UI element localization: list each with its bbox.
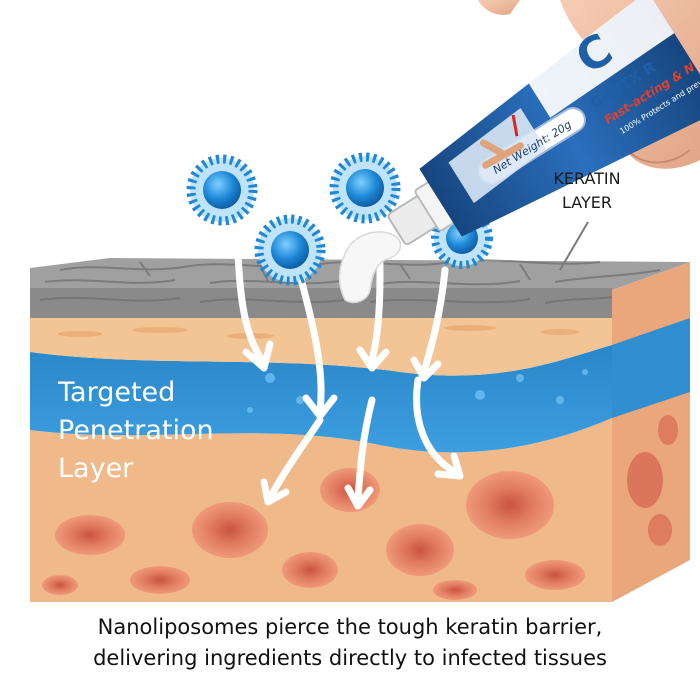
side-cell: [648, 514, 672, 546]
side-cell: [627, 452, 663, 508]
keratin-label-line2: LAYER: [562, 193, 612, 212]
epidermis-streaks: [58, 325, 580, 339]
caption-line2: delivering ingredients directly to infec…: [93, 646, 607, 670]
caption: Nanoliposomes pierce the tough keratin b…: [0, 612, 700, 674]
arrow-head: [242, 340, 274, 372]
infected-cell: [42, 575, 78, 595]
infected-cell: [433, 580, 477, 600]
keratin-label-line1: KERATIN: [553, 169, 621, 188]
arrow-head: [410, 356, 442, 382]
arrow: [234, 248, 266, 364]
infected-cell: [130, 566, 190, 594]
nanoliposome: [329, 152, 401, 224]
arrow: [354, 396, 376, 504]
arrow: [266, 416, 324, 502]
penetration-label-line3: Layer: [58, 453, 134, 484]
nanoliposome: [254, 214, 326, 286]
penetration-bubbles: [247, 369, 588, 413]
arrow-head: [260, 478, 290, 506]
penetration-label-line1: Targeted: [58, 377, 176, 408]
arrow-head: [356, 346, 390, 372]
arrow-head: [434, 452, 464, 480]
arrow-head: [344, 484, 374, 510]
infected-cell: [55, 515, 125, 555]
block-side-penetration: [612, 318, 690, 418]
cream-dollop: [338, 231, 402, 304]
nanoliposomes: [186, 152, 493, 286]
keratin-layer-label: KERATIN LAYER: [532, 167, 642, 215]
infected-cell: [386, 524, 454, 576]
penetration-label-line2: Penetration: [58, 415, 214, 446]
side-cell: [658, 415, 678, 445]
infected-cell: [282, 552, 338, 588]
dermis-layer: [30, 418, 612, 602]
arrow: [413, 376, 459, 476]
penetration-layer-label: Targeted Penetration Layer: [58, 374, 214, 488]
arrow: [420, 266, 449, 376]
nanoliposome: [186, 154, 258, 226]
keratin-layer-front: [30, 288, 612, 318]
infected-cell: [525, 560, 585, 590]
keratin-scales: [39, 259, 661, 304]
infected-cell: [466, 471, 554, 539]
arrow: [296, 271, 325, 414]
arrow-head: [302, 394, 338, 420]
keratin-pointer-line: [559, 221, 589, 271]
infected-cell: [192, 502, 268, 558]
medicine-tube: [387, 0, 700, 246]
caption-line1: Nanoliposomes pierce the tough keratin b…: [97, 615, 603, 639]
block-side-face: [612, 262, 690, 602]
